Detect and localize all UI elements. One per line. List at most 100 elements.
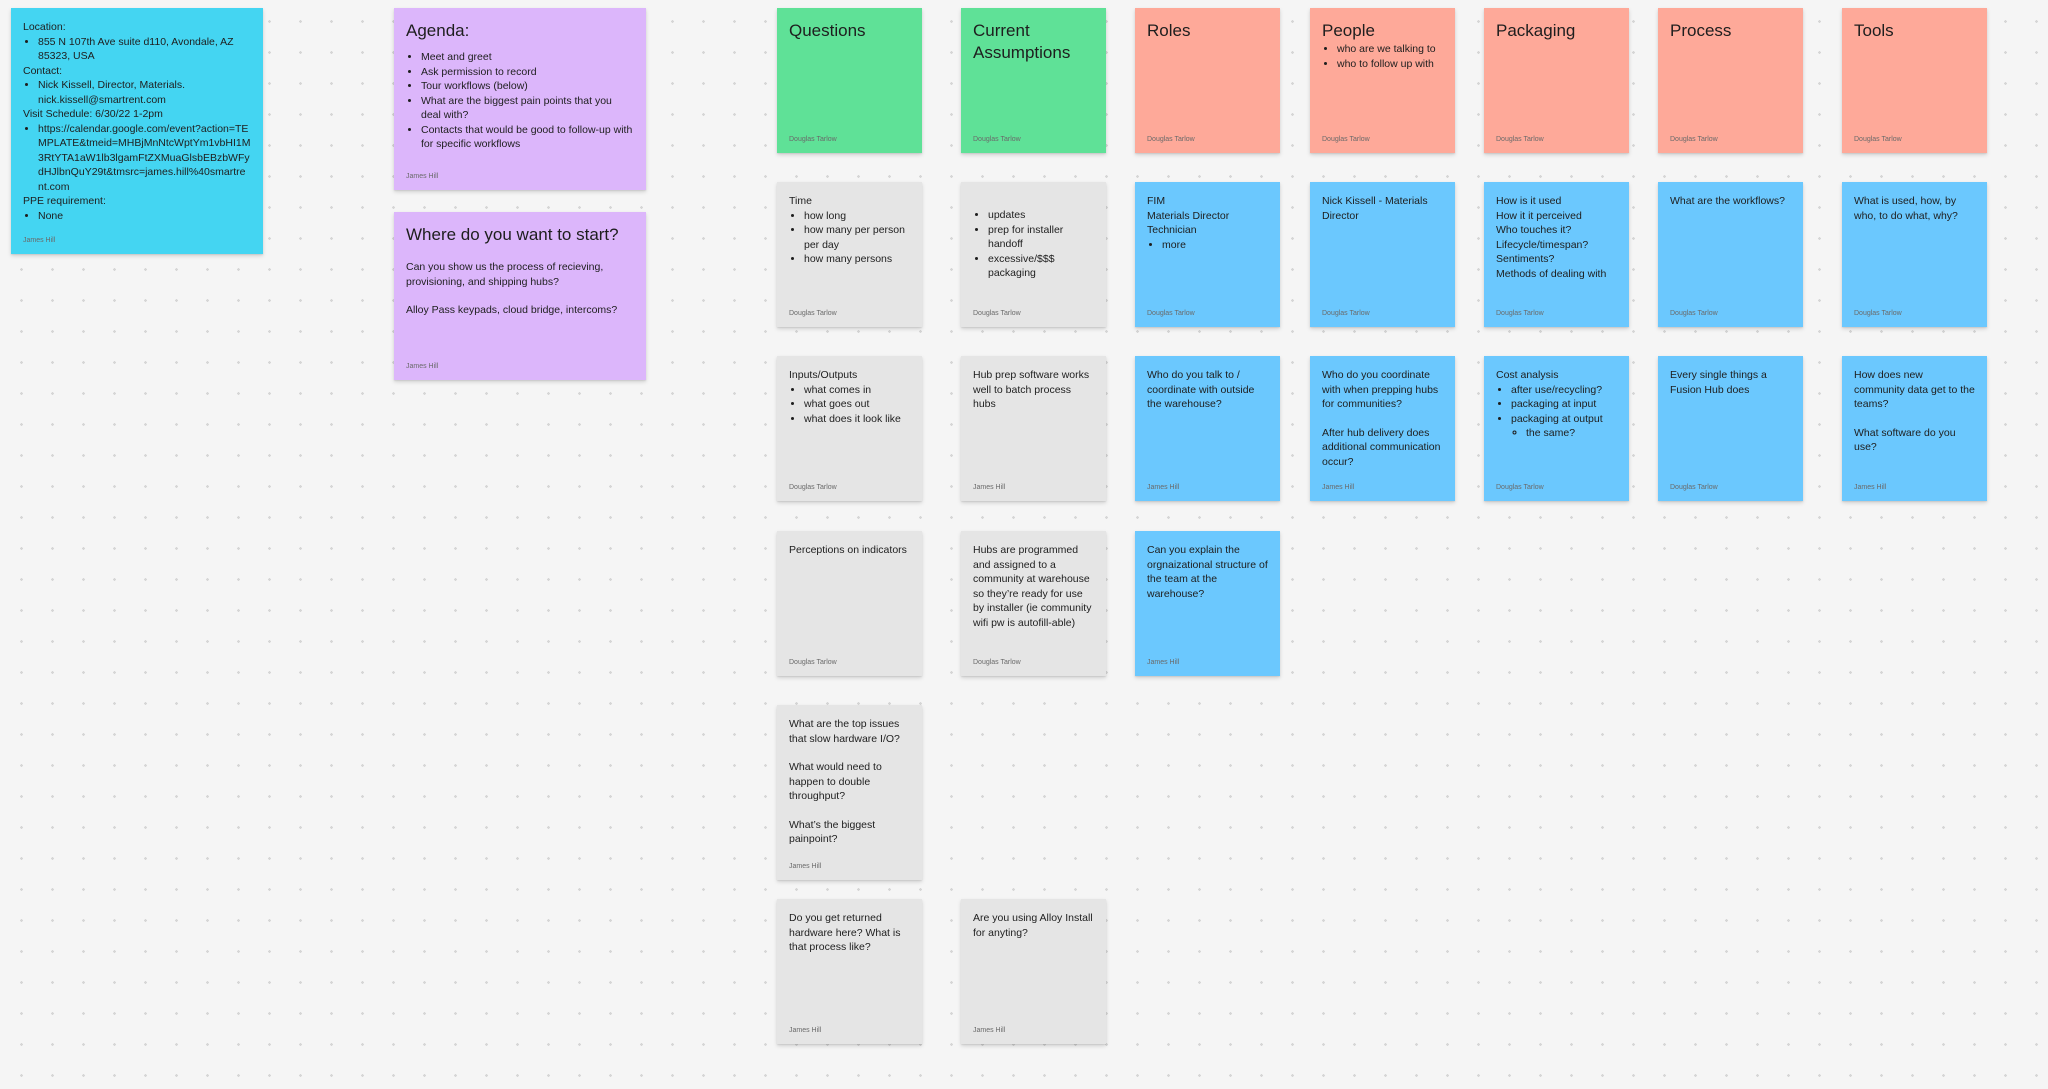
sticky-note-workflows[interactable]: What are the workflows? Douglas Tarlow xyxy=(1658,182,1803,327)
sticky-bullet: after use/recycling? xyxy=(1511,383,1617,398)
sticky-note-roles-fim[interactable]: FIM Materials Director Technician more D… xyxy=(1135,182,1280,327)
sticky-text: Methods of dealing with xyxy=(1496,267,1607,280)
sticky-title: Roles xyxy=(1147,21,1191,40)
sticky-text: What software do you use? xyxy=(1854,426,1956,454)
sticky-author: James Hill xyxy=(789,1027,822,1034)
calendar-link[interactable]: https://calendar.google.com/event?action… xyxy=(38,122,251,195)
sticky-title: Packaging xyxy=(1496,21,1576,40)
sticky-author: James Hill xyxy=(406,363,439,370)
sticky-bullet: more xyxy=(1162,238,1268,253)
sticky-header-people[interactable]: People who are we talking to who to foll… xyxy=(1310,8,1455,153)
sticky-text: Inputs/Outputs xyxy=(789,369,858,381)
sticky-note-hub-prep[interactable]: Hub prep software works well to batch pr… xyxy=(961,356,1106,501)
sticky-text: What is used, how, by who, to do what, w… xyxy=(1854,195,1958,222)
sticky-note-cost-analysis[interactable]: Cost analysis after use/recycling? packa… xyxy=(1484,356,1629,501)
sticky-note-who-coordinate[interactable]: Who do you coordinate with when prepping… xyxy=(1310,356,1455,501)
sticky-bullet: excessive/$$$ packaging xyxy=(988,252,1094,281)
sticky-bullet: how long xyxy=(804,209,910,224)
sticky-note-time[interactable]: Time how long how many per person per da… xyxy=(777,182,922,327)
sticky-title: Agenda: xyxy=(406,21,470,40)
sticky-note-alloy-install[interactable]: Are you using Alloy Install for anyting?… xyxy=(961,899,1106,1044)
sticky-header-tools[interactable]: Tools Douglas Tarlow xyxy=(1842,8,1987,153)
sticky-bullet: packaging at output xyxy=(1511,412,1617,427)
sticky-author: Douglas Tarlow xyxy=(1496,484,1544,491)
sticky-note-updates[interactable]: updates prep for installer handoff exces… xyxy=(961,182,1106,327)
sticky-author: Douglas Tarlow xyxy=(1147,136,1195,143)
sticky-note-perceptions[interactable]: Perceptions on indicators Douglas Tarlow xyxy=(777,531,922,676)
sticky-text: Hub prep software works well to batch pr… xyxy=(973,369,1090,410)
sticky-author: Douglas Tarlow xyxy=(1322,310,1370,317)
sticky-note-inputs-outputs[interactable]: Inputs/Outputs what comes in what goes o… xyxy=(777,356,922,501)
sticky-bullet: how many persons xyxy=(804,252,910,267)
sticky-author: Douglas Tarlow xyxy=(973,310,1021,317)
sticky-text: Lifecycle/timespan? xyxy=(1496,238,1589,251)
sticky-author: Douglas Tarlow xyxy=(1322,136,1370,143)
sticky-bullet: prep for installer handoff xyxy=(988,223,1094,252)
sticky-text: Who do you coordinate with when prepping… xyxy=(1322,369,1439,410)
sticky-author: Douglas Tarlow xyxy=(789,659,837,666)
sticky-header-current-assumptions[interactable]: Current Assumptions Douglas Tarlow xyxy=(961,8,1106,153)
sticky-author: Douglas Tarlow xyxy=(789,310,837,317)
sticky-text: Are you using Alloy Install for anyting? xyxy=(973,912,1093,939)
sticky-author: James Hill xyxy=(789,863,822,870)
sticky-text: Can you show us the process of recieving… xyxy=(406,261,604,288)
sticky-note-org-structure[interactable]: Can you explain the orgnaizational struc… xyxy=(1135,531,1280,676)
sticky-text: Alloy Pass keypads, cloud bridge, interc… xyxy=(406,304,618,316)
sticky-author: Douglas Tarlow xyxy=(1496,136,1544,143)
sticky-text: Nick Kissell - Materials Director xyxy=(1322,195,1428,222)
sticky-header-questions[interactable]: Questions Douglas Tarlow xyxy=(777,8,922,153)
sticky-note-where-to-start[interactable]: Where do you want to start? Can you show… xyxy=(394,212,646,380)
sticky-author: Douglas Tarlow xyxy=(973,659,1021,666)
sticky-author: Douglas Tarlow xyxy=(1147,310,1195,317)
sticky-bullet: what does it look like xyxy=(804,412,910,427)
agenda-item: Tour workflows (below) xyxy=(421,79,634,94)
sticky-bullet: what goes out xyxy=(804,397,910,412)
sticky-author: James Hill xyxy=(1854,484,1887,491)
sticky-header-roles[interactable]: Roles Douglas Tarlow xyxy=(1135,8,1280,153)
sticky-note-hubs-programmed[interactable]: Hubs are programmed and assigned to a co… xyxy=(961,531,1106,676)
sticky-text: Cost analysis xyxy=(1496,369,1559,381)
sticky-author: James Hill xyxy=(23,237,56,244)
sticky-text: FIM xyxy=(1147,195,1166,207)
sticky-author: James Hill xyxy=(1322,484,1355,491)
sticky-text: How it it perceived xyxy=(1496,209,1582,222)
agenda-item: Meet and greet xyxy=(421,50,634,65)
sticky-note-who-talk-to[interactable]: Who do you talk to / coordinate with out… xyxy=(1135,356,1280,501)
sticky-title: Questions xyxy=(789,21,866,40)
sticky-header-process[interactable]: Process Douglas Tarlow xyxy=(1658,8,1803,153)
sticky-author: James Hill xyxy=(406,173,439,180)
sticky-note-fusion-hub[interactable]: Every single things a Fusion Hub does Do… xyxy=(1658,356,1803,501)
contact-label: Contact: xyxy=(23,64,63,77)
sticky-note-community-data[interactable]: How does new community data get to the t… xyxy=(1842,356,1987,501)
sticky-text: Hubs are programmed and assigned to a co… xyxy=(973,544,1092,629)
sticky-text: What are the top issues that slow hardwa… xyxy=(789,718,900,745)
sticky-note-packaging-usage[interactable]: How is it used How it it perceived Who t… xyxy=(1484,182,1629,327)
sticky-text: Who touches it? xyxy=(1496,224,1572,236)
sticky-note-top-issues[interactable]: What are the top issues that slow hardwa… xyxy=(777,705,922,880)
sticky-note-site-info[interactable]: Location: 855 N 107th Ave suite d110, Av… xyxy=(11,8,263,254)
sticky-title: Process xyxy=(1670,21,1732,40)
sticky-text: Who do you talk to / coordinate with out… xyxy=(1147,369,1255,410)
sticky-title: Where do you want to start? xyxy=(406,225,619,244)
sticky-text: Technician xyxy=(1147,224,1197,236)
sticky-header-packaging[interactable]: Packaging Douglas Tarlow xyxy=(1484,8,1629,153)
sticky-note-returned-hardware[interactable]: Do you get returned hardware here? What … xyxy=(777,899,922,1044)
sticky-text: Do you get returned hardware here? What … xyxy=(789,912,901,953)
sticky-text: Sentiments? xyxy=(1496,253,1555,265)
sticky-note-nick-kissell[interactable]: Nick Kissell - Materials Director Dougla… xyxy=(1310,182,1455,327)
sticky-author: James Hill xyxy=(973,1027,1006,1034)
sticky-text: Every single things a Fusion Hub does xyxy=(1670,369,1767,396)
sticky-text: What are the workflows? xyxy=(1670,195,1785,207)
sticky-note-agenda[interactable]: Agenda: Meet and greet Ask permission to… xyxy=(394,8,646,190)
sticky-text: How is it used xyxy=(1496,195,1562,207)
sticky-bullet: how many per person per day xyxy=(804,223,910,252)
sticky-text: Materials Director xyxy=(1147,209,1230,222)
sticky-bullet: packaging at input xyxy=(1511,397,1617,412)
sticky-text: Time xyxy=(789,195,812,207)
sticky-text: How does new community data get to the t… xyxy=(1854,369,1975,410)
sticky-title: Tools xyxy=(1854,21,1894,40)
sticky-note-what-is-used[interactable]: What is used, how, by who, to do what, w… xyxy=(1842,182,1987,327)
sticky-author: James Hill xyxy=(973,484,1006,491)
sticky-author: Douglas Tarlow xyxy=(1670,310,1718,317)
sticky-text: Can you explain the orgnaizational struc… xyxy=(1147,544,1268,600)
